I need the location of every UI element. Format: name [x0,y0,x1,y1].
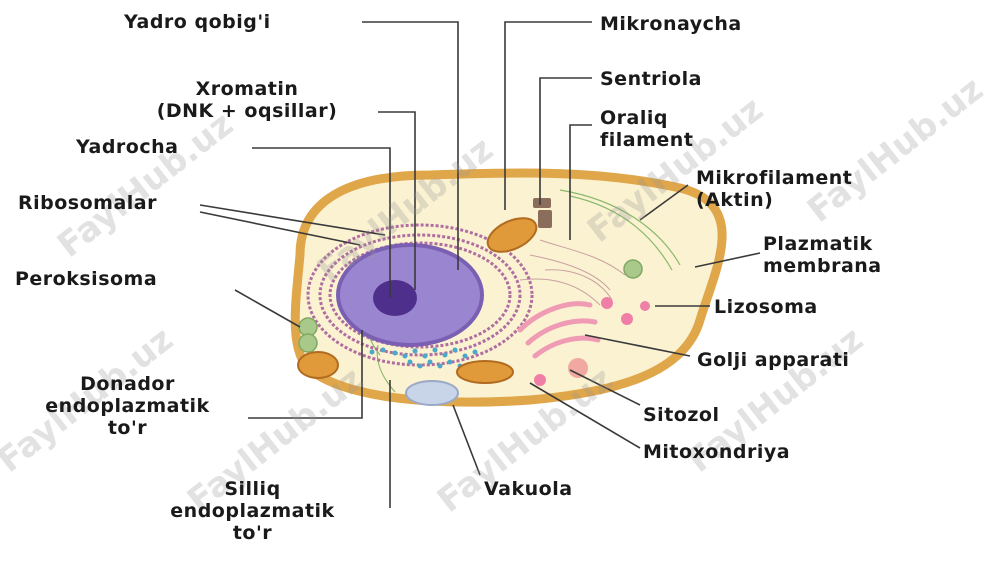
label-donador-er: Donador endoplazmatik to'r [5,373,250,439]
label-oraliq-line1: Oraliq [600,107,668,129]
label-lizosoma: Lizosoma [714,296,818,318]
centriole [533,198,552,228]
label-mitoxondriya: Mitoxondriya [643,441,791,463]
label-donador-line1: Donador [80,373,175,395]
label-golji: Golji apparati [697,349,850,371]
label-plazmatik-membrana: Plazmatik membrana [763,233,882,277]
golgi [517,301,601,359]
label-xromatin: Xromatin (DNK + oqsillar) [112,78,382,122]
label-silliq-line1: Silliq [224,478,281,500]
label-xromatin-line2: (DNK + oqsillar) [156,100,338,122]
label-mikrofilament: Mikrofilament (Aktin) [696,167,852,211]
label-xromatin-line1: Xromatin [195,78,299,100]
label-plazmatik-line2: membrana [763,255,882,277]
label-plazmatik-line1: Plazmatik [763,233,873,255]
label-silliq-line2: endoplazmatik [170,500,335,522]
label-mikrofilament-line2: (Aktin) [696,189,774,211]
vacuole [405,380,459,406]
leader-lines [199,21,761,508]
label-sitozol: Sitozol [643,404,720,426]
label-mikronaycha: Mikronaycha [600,13,742,35]
label-peroksisoma: Peroksisoma [15,268,158,290]
label-donador-line2: endoplazmatik [45,395,210,417]
label-sentriola: Sentriola [600,68,702,90]
nucleus [336,243,484,347]
label-yadrocha: Yadrocha [76,136,179,158]
label-donador-line3: to'r [107,417,148,439]
ribosomes [369,347,478,369]
label-oraliq-line2: filament [600,129,694,151]
label-silliq-line3: to'r [232,522,273,544]
lysosomes [534,297,650,386]
label-ribosomalar: Ribosomalar [18,192,157,214]
label-mikrofilament-line1: Mikrofilament [696,167,853,189]
rough-er [306,223,534,367]
label-yadro-qobigi: Yadro qobig'i [124,11,271,33]
mitochondria [297,217,538,384]
label-oraliq-filament: Oraliq filament [600,107,693,151]
label-silliq-er: Silliq endoplazmatik to'r [120,478,385,544]
label-vakuola: Vakuola [484,478,573,500]
intermediate-filaments [519,239,626,306]
